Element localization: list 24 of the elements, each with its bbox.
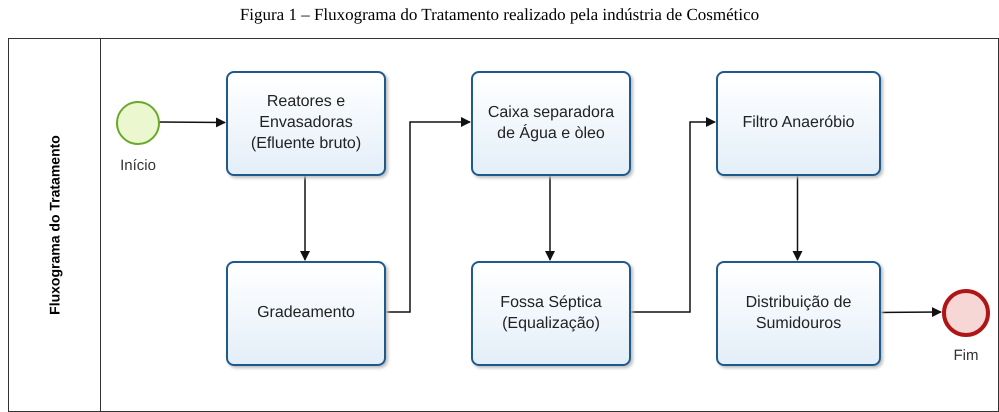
process-box <box>716 71 881 176</box>
arrow <box>300 175 310 261</box>
process-label: Reatores e Envasadoras (Efluente bruto) <box>250 92 362 154</box>
arrow <box>159 117 226 128</box>
arrow <box>630 117 716 313</box>
process-box <box>471 261 631 366</box>
arrow <box>545 175 555 261</box>
process-box <box>226 261 386 366</box>
process-label: Caixa separadora de Água e òleo <box>486 102 616 144</box>
process-box <box>471 71 631 176</box>
figure-title: Figura 1 – Fluxograma do Tratamento realizado pela indústria de Cosmético <box>238 4 760 26</box>
process-box <box>226 71 386 176</box>
arrow <box>880 307 942 318</box>
swimlane <box>8 38 999 412</box>
process-label: Gradeamento <box>257 303 355 324</box>
process-label: Fossa Séptica (Equalização) <box>499 292 603 334</box>
process-label: Distribuição de Sumidouros <box>744 292 852 334</box>
arrow <box>792 175 802 261</box>
process-box <box>716 261 881 366</box>
arrow <box>385 117 471 313</box>
lane-title: Fluxograma do Tratamento <box>45 135 64 315</box>
node-caption: Fim <box>954 346 978 366</box>
process-label: Filtro Anaeróbio <box>742 113 855 134</box>
node-caption: Início <box>120 156 156 176</box>
